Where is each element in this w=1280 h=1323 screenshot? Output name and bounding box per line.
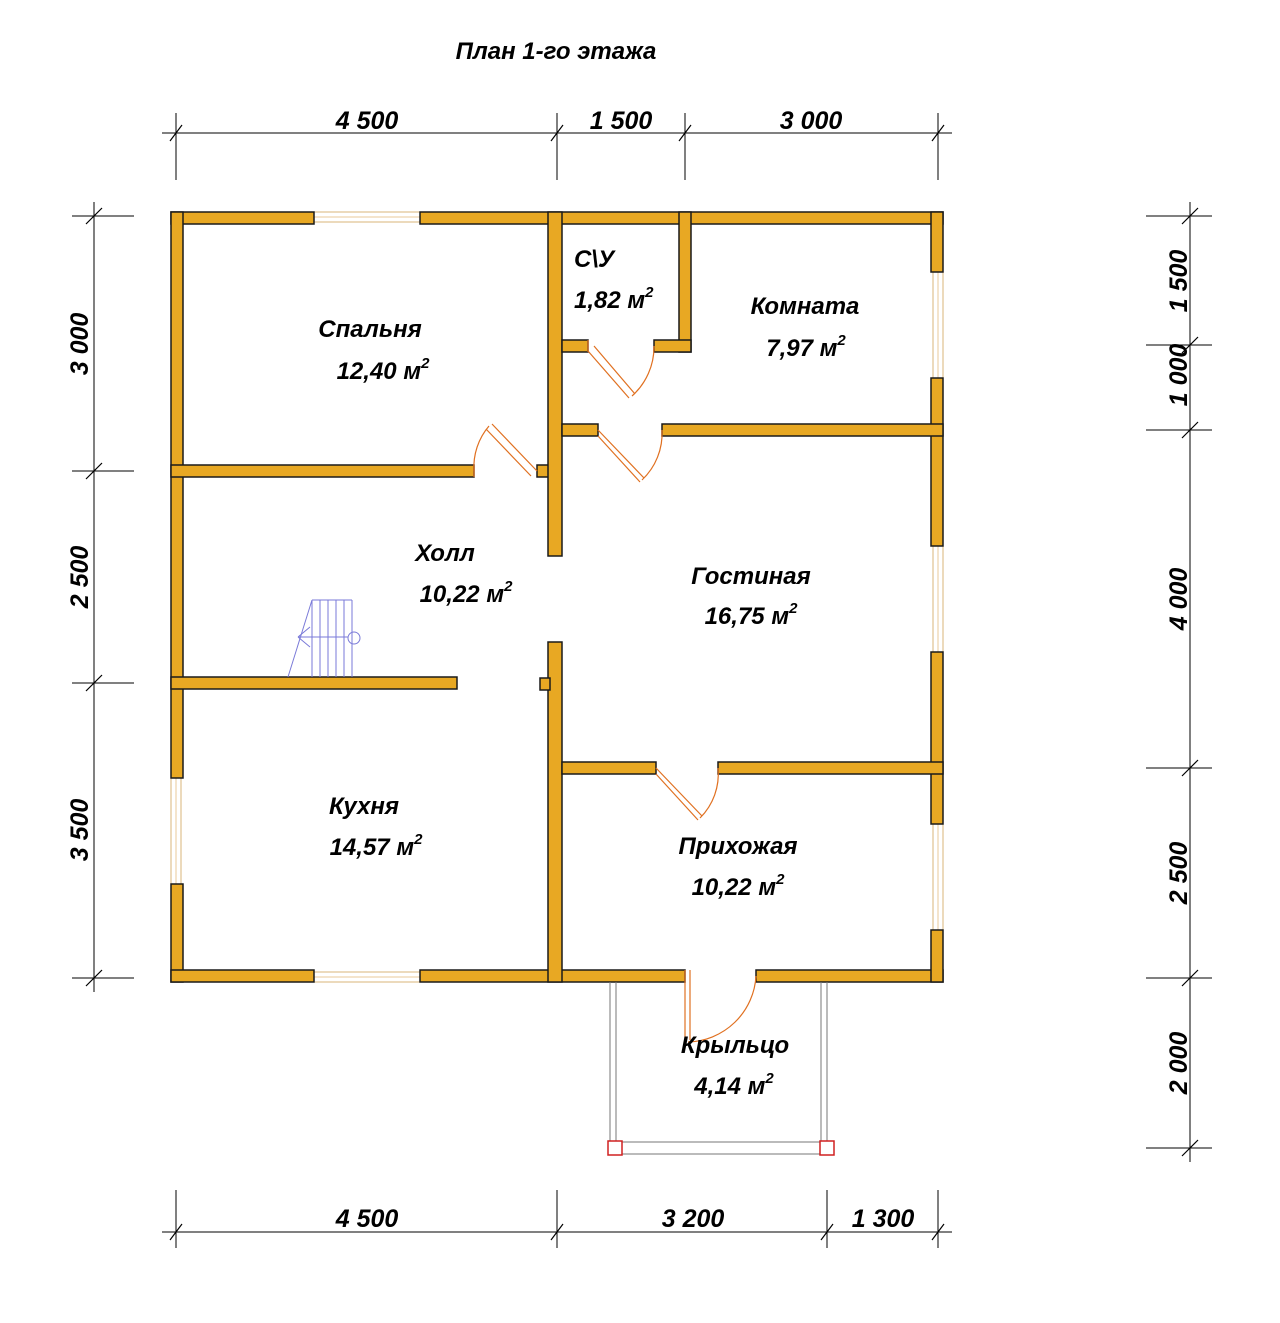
dimension-left: 3 000 2 500 3 500 — [66, 202, 134, 992]
room-area: 16,75 — [705, 603, 766, 630]
room-name: С\У — [574, 246, 616, 273]
room-area: 4,14 — [693, 1073, 741, 1100]
area-unit-power: 2 — [836, 332, 846, 349]
area-unit-power: 2 — [764, 1070, 774, 1087]
stair-start-marker — [347, 631, 361, 645]
room-hall: Холл 10,22 м2 — [413, 540, 513, 608]
room-porch: Крыльцо 4,14 м2 — [681, 1032, 789, 1100]
area-unit-power: 2 — [420, 355, 430, 372]
area-unit: м — [758, 874, 776, 901]
room-area-line: 1,82 м2 — [574, 284, 654, 314]
dim-left-2: 2 500 — [66, 546, 94, 610]
room-name: Прихожая — [678, 833, 797, 860]
dim-left-1: 3 000 — [66, 313, 94, 376]
room-area-line: 12,40 м2 — [337, 355, 431, 385]
area-unit-power: 2 — [503, 578, 513, 595]
dim-top-2: 1 500 — [590, 107, 653, 135]
door-room — [597, 429, 663, 483]
room-kitchen: Кухня 14,57 м2 — [329, 793, 423, 861]
dimension-top: 4 500 1 500 3 000 — [162, 107, 952, 180]
stairs — [287, 599, 361, 678]
room-area: 10,22 — [420, 581, 481, 608]
dim-right-5: 2 000 — [1165, 1032, 1193, 1096]
room-area-line: 14,57 м2 — [330, 831, 424, 861]
area-unit: м — [486, 581, 504, 608]
area-unit-power: 2 — [788, 600, 798, 617]
room-area: 12,40 — [337, 358, 398, 385]
room-labels: Спальня 12,40 м2 С\У 1,82 м2 Комната 7,9… — [318, 246, 859, 1100]
area-unit: м — [748, 1073, 766, 1100]
dimension-bottom: 4 500 3 200 1 300 — [162, 1190, 952, 1248]
room-wc: С\У 1,82 м2 — [574, 246, 654, 314]
doors — [473, 340, 757, 1043]
dim-top-1: 4 500 — [335, 107, 399, 135]
room-bedroom: Спальня 12,40 м2 — [318, 316, 430, 385]
room-name: Холл — [413, 540, 475, 567]
door-wc — [587, 340, 655, 399]
room-area: 10,22 — [692, 874, 753, 901]
area-unit-power: 2 — [413, 831, 423, 848]
area-unit: м — [771, 603, 789, 630]
dim-right-2: 1 000 — [1165, 344, 1193, 407]
room-name: Спальня — [318, 316, 421, 343]
porch-post-right — [819, 1140, 835, 1156]
dim-bottom-2: 3 200 — [662, 1205, 725, 1233]
area-unit-power: 2 — [775, 871, 785, 888]
dim-bottom-3: 1 300 — [852, 1205, 915, 1233]
room-name: Кухня — [329, 793, 399, 820]
room-room: Комната 7,97 м2 — [751, 293, 860, 362]
dim-right-4: 2 500 — [1165, 842, 1193, 906]
room-area-line: 4,14 м2 — [693, 1070, 774, 1100]
area-unit: м — [396, 834, 414, 861]
room-area-line: 7,97 м2 — [766, 332, 846, 362]
room-entry-hall: Прихожая 10,22 м2 — [678, 833, 797, 901]
porch-post-left — [607, 1140, 623, 1156]
room-name: Комната — [751, 293, 860, 320]
room-area-line: 16,75 м2 — [705, 600, 799, 630]
room-area: 7,97 — [766, 335, 814, 362]
room-area: 1,82 — [574, 287, 621, 314]
walls — [170, 211, 944, 983]
door-bedroom — [473, 423, 538, 477]
area-unit-power: 2 — [644, 284, 654, 301]
room-area-line: 10,22 м2 — [420, 578, 514, 608]
plan-title: План 1-го этажа — [456, 38, 657, 65]
dim-right-1: 1 500 — [1165, 250, 1193, 313]
room-area-line: 10,22 м2 — [692, 871, 786, 901]
dim-right-3: 4 000 — [1165, 568, 1193, 632]
door-living — [655, 767, 719, 821]
room-area: 14,57 — [330, 834, 392, 861]
area-unit: м — [627, 287, 645, 314]
dim-bottom-1: 4 500 — [335, 1205, 399, 1233]
porch — [607, 982, 835, 1156]
dim-left-3: 3 500 — [66, 799, 94, 862]
dim-top-3: 3 000 — [780, 107, 843, 135]
room-name: Крыльцо — [681, 1032, 789, 1059]
area-unit: м — [820, 335, 838, 362]
room-name: Гостиная — [691, 563, 811, 590]
door-entrance — [684, 970, 757, 1043]
room-living: Гостиная 16,75 м2 — [691, 563, 811, 630]
area-unit: м — [403, 358, 421, 385]
dimension-right: 1 500 1 000 4 000 2 500 2 000 — [1146, 202, 1212, 1162]
